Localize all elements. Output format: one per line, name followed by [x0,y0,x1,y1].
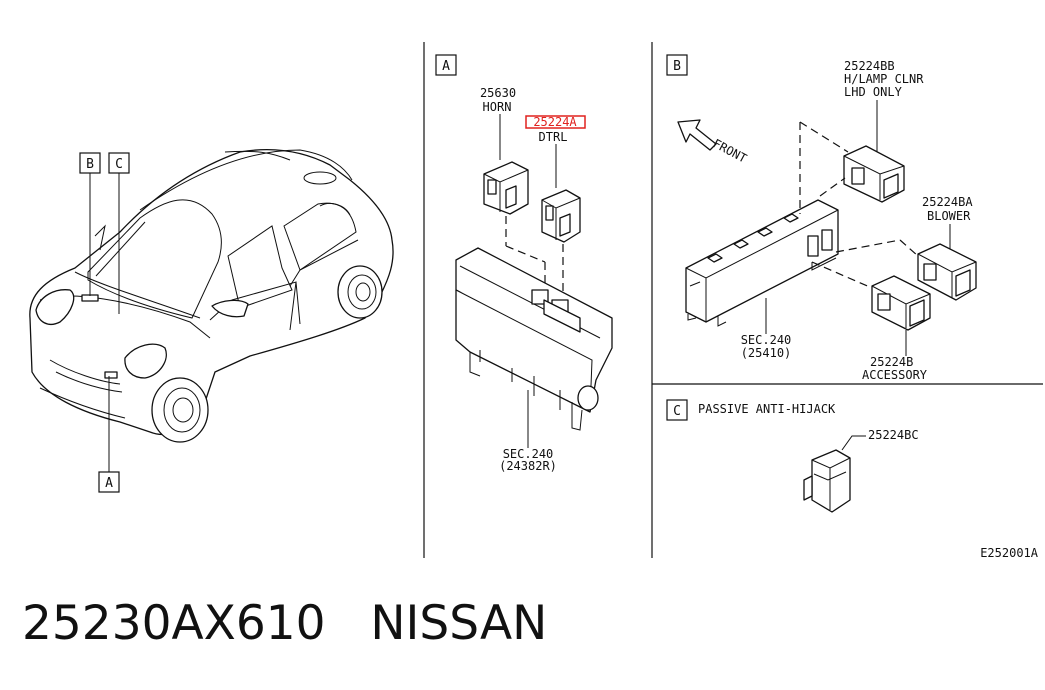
panel-dividers [423,42,1043,558]
car-illustration [29,149,394,472]
dtrl-name: DTRL [539,130,568,144]
diagram-code: E252001A [980,546,1039,560]
dtrl-relay [541,189,581,243]
box-a-ref: SEC.240 [503,447,554,461]
highlight-box [525,115,586,129]
hlamp-name: H/LAMP CLNR [844,72,924,86]
box-a-part: (24382R) [499,459,557,473]
callout-a: A [98,471,120,493]
section-c-title: PASSIVE ANTI-HIJACK [698,402,836,416]
section-b-marker: B [666,54,688,76]
blower-relay [917,243,977,301]
dtrl-relay-label: 25224A DTRL [525,115,586,144]
horn-number: 25630 [480,86,516,100]
section-c-letter: C [673,404,681,419]
part-number-title: 25230AX610 NISSAN [22,596,548,651]
callout-c: C [108,152,130,174]
callout-b-label: B [86,157,94,172]
relay-box-a [455,247,613,431]
anti-hijack-relay [803,449,851,513]
horn-relay [483,161,529,215]
dtrl-number: 25224A [533,115,577,129]
relay-box-b-label: SEC.240 (25410) [741,333,792,360]
hlamp-cleaner-label: 25224BB H/LAMP CLNR LHD ONLY [844,59,924,99]
section-b-letter: B [673,59,681,74]
hlamp-cleaner-relay [843,145,905,203]
section-a-marker: A [435,54,457,76]
callout-c-label: C [115,157,123,172]
box-b-part: (25410) [741,346,792,360]
blower-number: 25224BA [922,195,973,209]
hlamp-note: LHD ONLY [844,85,903,99]
blower-name: BLOWER [927,209,971,223]
accessory-relay [871,275,931,331]
horn-relay-label: 25630 HORN [480,86,516,114]
box-b-ref: SEC.240 [741,333,792,347]
relay-box-a-label: SEC.240 (24382R) [499,447,557,473]
callout-b: B [79,152,101,174]
section-c-marker: C [666,399,688,421]
front-label: FRONT [711,136,749,165]
relay-box-b [685,199,839,327]
hlamp-number: 25224BB [844,59,895,73]
accessory-label: 25224B ACCESSORY [862,355,928,382]
horn-name: HORN [483,100,512,114]
anti-hijack-number: 25224BC [868,428,919,442]
front-arrow-icon: FRONT [677,119,749,166]
accessory-name: ACCESSORY [862,368,928,382]
callout-a-label: A [105,476,113,491]
section-a-letter: A [442,59,450,74]
accessory-number: 25224B [870,355,913,369]
blower-label: 25224BA BLOWER [922,195,973,223]
